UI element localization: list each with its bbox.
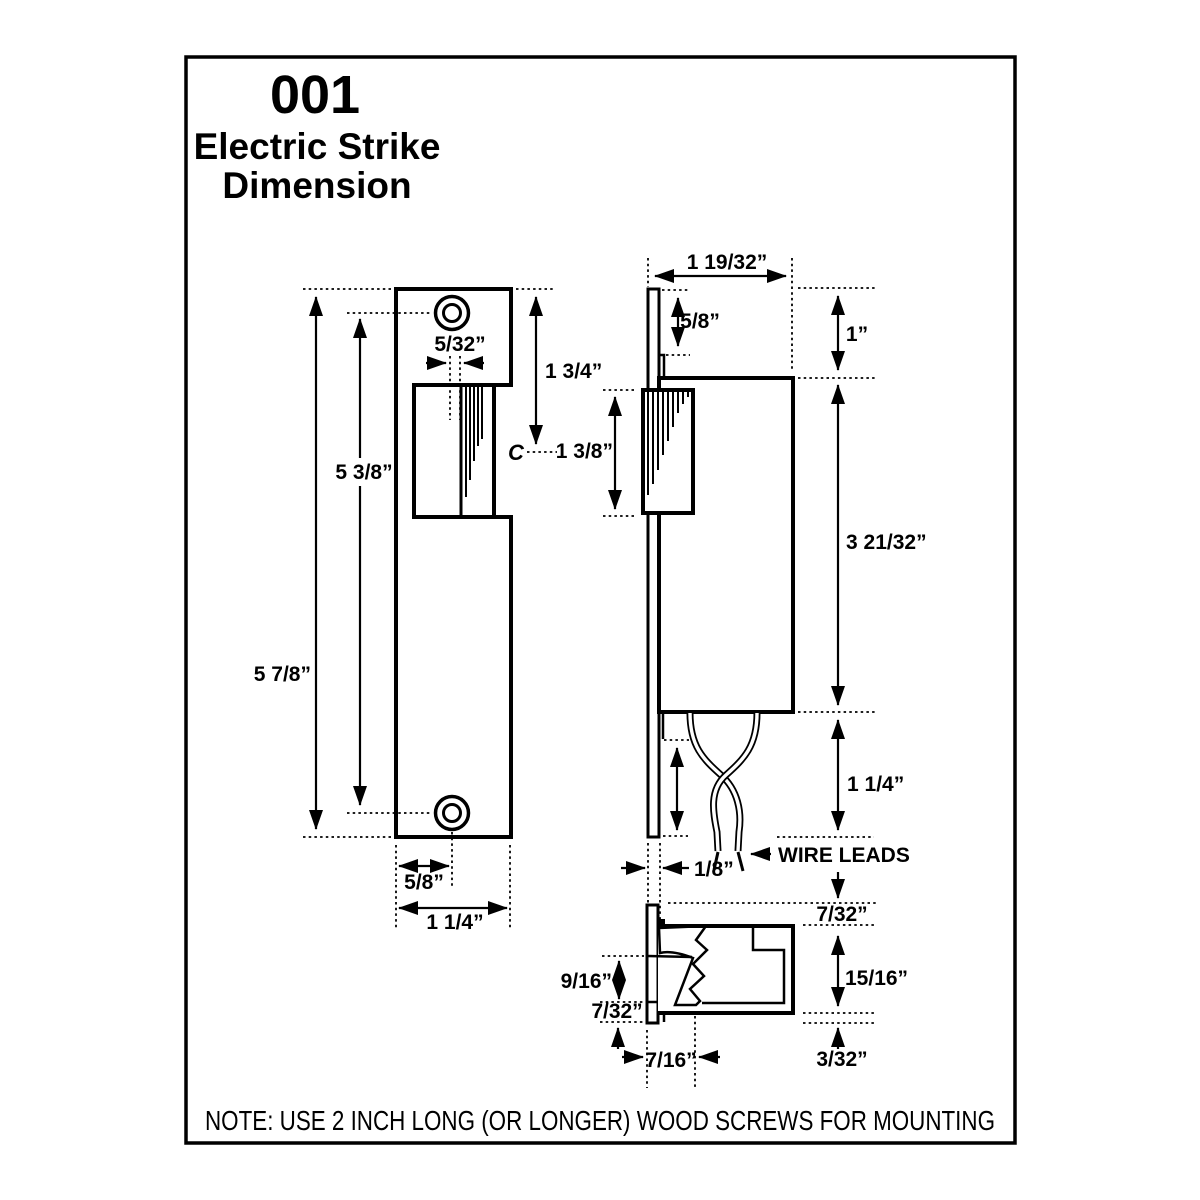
centerline-label: C (508, 440, 525, 465)
screw-hole-top-inner (442, 303, 462, 323)
dim-body-height: 3 21/32” (798, 384, 927, 713)
screw-hole-bottom (433, 794, 471, 832)
dim-label: 5 3/8” (335, 461, 392, 484)
dim-overall-height: 5 7/8” (254, 288, 391, 838)
dim-label: 5/8” (680, 310, 720, 333)
dim-keeper-height: 1 3/8” (556, 389, 637, 517)
dim-label: 5 7/8” (254, 663, 311, 686)
dim-wire-exit-extent (663, 739, 689, 837)
section-view: 7/32” 15/16” 3/32” 9/16” 7/32” (561, 872, 908, 1088)
dim-top-to-centerline: 1 3/4” (516, 288, 602, 445)
screw-hole-top (433, 294, 471, 332)
dim-overall-depth: 1 19/32” (647, 251, 793, 372)
lip-step (659, 353, 666, 378)
dim-screw-offset: 5/8” (395, 832, 511, 930)
latch-keeper-section (657, 924, 709, 1007)
front-view: 5 7/8” 5 3/8” 5/32” 1 3/4” C (254, 287, 602, 934)
wire-leads-callout: WIRE LEADS (750, 844, 910, 867)
dim-label: 5/8” (404, 871, 444, 894)
bare-wire-tip (712, 851, 720, 871)
wire-leads-label: WIRE LEADS (778, 844, 910, 867)
centerline-callout: C (508, 440, 557, 465)
dim-label: 5/32” (434, 333, 485, 356)
dim-lip-height: 5/8” (662, 289, 720, 356)
dim-label: 1 19/32” (687, 251, 768, 274)
drawing-frame (184, 55, 1017, 1145)
dim-slot-width: 5/32” (426, 333, 486, 420)
bottom-step (658, 1011, 666, 1022)
keeper-hatch-lines (465, 387, 483, 497)
keeper-side-hatch (647, 392, 689, 495)
bare-wire-tip (736, 851, 745, 872)
faceplate-outline (394, 287, 513, 839)
product-name: Electric Strike (194, 126, 441, 167)
dim-label: 7/32” (816, 903, 867, 926)
dim-label: 1 1/4” (426, 911, 483, 934)
side-view: 1 19/32” 5/8” 1” 1 3/8” 3 21/32” (556, 251, 927, 933)
mounting-note: NOTE: USE 2 INCH LONG (OR LONGER) WOOD S… (205, 1105, 995, 1136)
body-cavity-lines (702, 928, 786, 1005)
dim-label: 1” (846, 323, 868, 346)
title-block: 001 Electric Strike Dimension (194, 65, 441, 206)
dim-label: 9/16” (561, 970, 612, 993)
dim-label: 1 3/4” (545, 360, 602, 383)
dim-label: 1 3/8” (556, 440, 613, 463)
dim-lip-depth: 7/32” (591, 1000, 644, 1049)
dim-label: 15/16” (845, 967, 908, 990)
dim-label: 3 21/32” (846, 531, 927, 554)
dim-lower-height: 1 1/4” (777, 719, 904, 838)
dim-top-height: 1” (798, 287, 877, 379)
dim-bottom-offset: 3/32” (816, 1027, 868, 1071)
drawing-type: Dimension (222, 165, 411, 206)
dim-top-offset: 7/32” (668, 872, 876, 926)
dim-body-depth: 15/16” (803, 935, 908, 1024)
dim-latch-width: 7/16” (622, 1016, 720, 1088)
dim-label: 3/32” (816, 1048, 867, 1071)
faceplate-section (645, 903, 660, 1025)
dim-plate-thickness: 1/8” (621, 843, 734, 933)
dim-label: 1 1/4” (847, 773, 904, 796)
dim-label: 1/8” (694, 858, 734, 881)
wire-leads (686, 712, 761, 872)
dim-latch-depth: 9/16” (561, 955, 644, 1000)
model-number: 001 (270, 65, 360, 125)
dim-label: 7/32” (591, 1000, 642, 1023)
screw-hole-bottom-inner (442, 803, 462, 823)
dim-plate-width: 1 1/4” (398, 901, 508, 934)
dim-label: 7/16” (645, 1049, 696, 1072)
latch-pivot-line (647, 954, 693, 959)
dim-screw-spacing: 5 3/8” (335, 312, 432, 814)
mount-tab (658, 919, 665, 926)
